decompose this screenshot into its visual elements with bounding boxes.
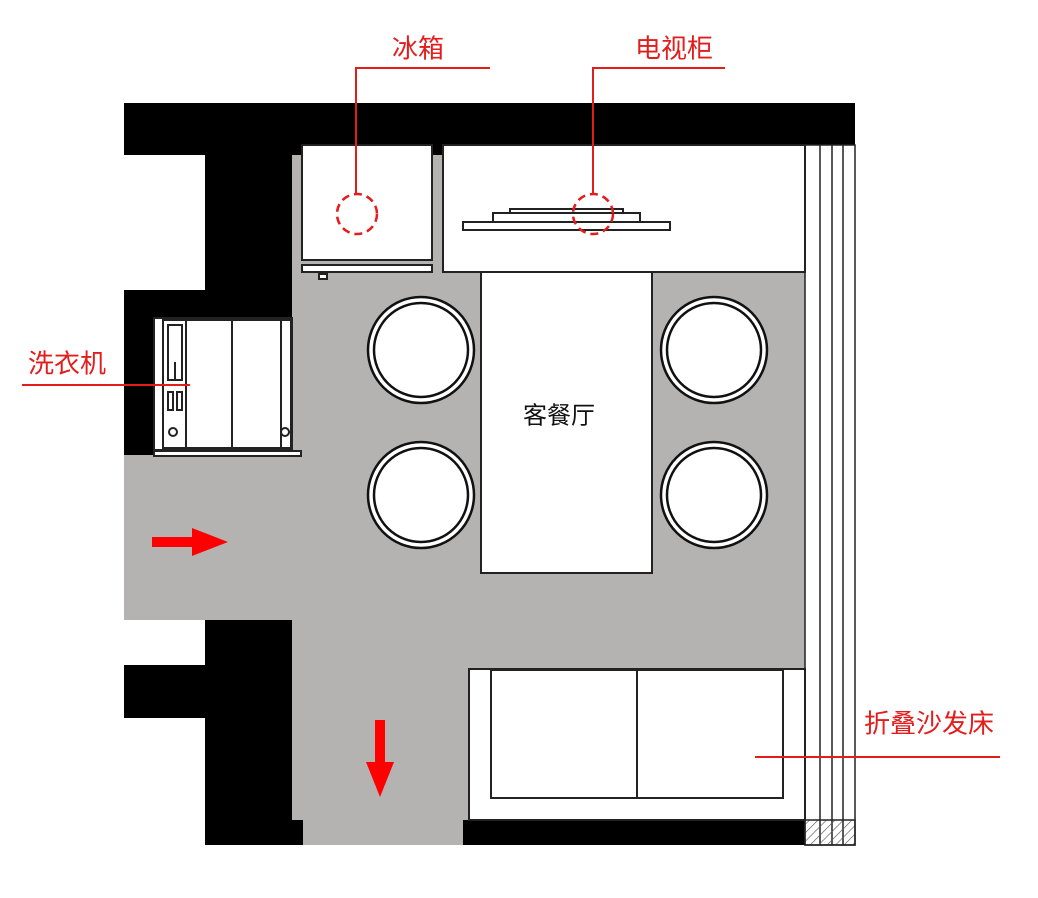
chair bbox=[659, 295, 769, 405]
label-living-dining: 客餐厅 bbox=[523, 401, 595, 430]
arrow-right-icon bbox=[152, 528, 228, 556]
arrow-down-icon bbox=[366, 720, 394, 797]
walls bbox=[124, 103, 855, 845]
tv-marker bbox=[571, 192, 615, 236]
dining-table bbox=[480, 271, 653, 574]
label-sofa-bed: 折叠沙发床 bbox=[863, 709, 995, 740]
label-fridge: 冰箱 bbox=[391, 34, 445, 65]
arrows bbox=[152, 528, 394, 797]
fridge-leader-line bbox=[355, 67, 490, 195]
sofa-bed bbox=[468, 668, 806, 821]
label-tv-cabinet: 电视柜 bbox=[634, 34, 714, 65]
chairs bbox=[366, 295, 769, 550]
chair bbox=[366, 295, 476, 405]
tv-cabinet bbox=[442, 144, 806, 273]
fridge-marker bbox=[335, 192, 379, 236]
washing-machine bbox=[153, 317, 302, 457]
chair bbox=[366, 440, 476, 550]
annotations bbox=[22, 67, 1000, 758]
label-washer: 洗衣机 bbox=[27, 349, 107, 380]
chair bbox=[659, 440, 769, 550]
tv-leader-line bbox=[592, 67, 725, 195]
fridge bbox=[301, 144, 433, 280]
window bbox=[804, 144, 856, 846]
